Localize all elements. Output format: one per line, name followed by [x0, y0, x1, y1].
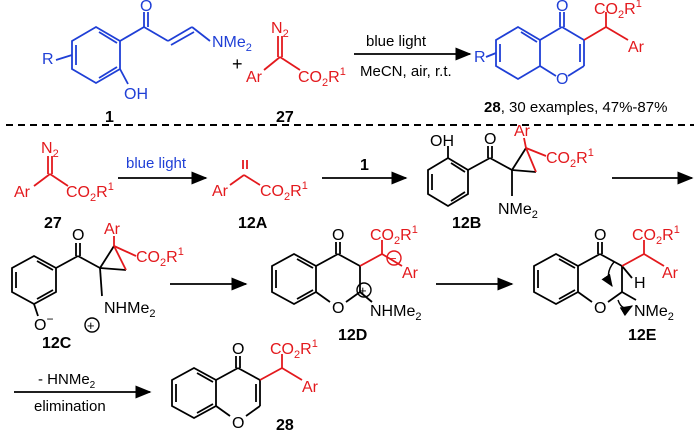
cmpd1-OH: OH — [124, 86, 148, 103]
mech12E-NMe2: NMe2 — [634, 303, 674, 323]
mech27-CO2R1: CO2R1 — [66, 181, 114, 204]
cmpd1-R: R — [42, 51, 54, 68]
cmpd27-N2: N2 — [271, 20, 289, 40]
mech28-number: 28 — [276, 417, 294, 434]
mech12C-NHMe2: NHMe2 — [104, 300, 155, 320]
mech-12B-structure — [427, 137, 547, 208]
mech27-N2: N2 — [41, 140, 59, 160]
mech28-CO2R1: CO2R1 — [270, 338, 318, 361]
mech12B-number: 12B — [452, 215, 481, 232]
mech12D-carbanion-circle — [386, 250, 402, 266]
mech-12D-structure — [271, 240, 403, 306]
cmpd27-CO2R1: CO2R1 — [298, 66, 346, 89]
mech12D-plus: + — [359, 283, 367, 298]
mech12C-CO2R1: CO2R1 — [136, 246, 184, 269]
product28-CO2R1: CO2R1 — [594, 0, 642, 21]
mech-27-structure — [33, 156, 69, 187]
mech12D-carbanion-minus: − — [389, 251, 397, 266]
mech12E-carbonyl-O: O — [594, 227, 606, 244]
mech12B-CO2R1: CO2R1 — [546, 147, 594, 170]
compound-27-structure — [263, 36, 301, 71]
mech-arrow-2-reagent: 1 — [360, 157, 369, 174]
top-condition-above: blue light — [366, 33, 427, 50]
mech-arrow-6-below: elimination — [34, 398, 106, 415]
mech12D-Ar: Ar — [402, 265, 419, 282]
mech12E-CO2R1: CO2R1 — [632, 224, 680, 247]
mech12B-O: O — [484, 131, 496, 148]
mech12E-ring-O: O — [594, 300, 606, 317]
mech12D-ring-O: O — [332, 300, 344, 317]
cmpd27-Ar: Ar — [246, 69, 263, 86]
top-condition-below: MeCN, air, r.t. — [360, 63, 452, 80]
mech28-Ar: Ar — [302, 379, 319, 396]
mech12D-carbonyl-O: O — [332, 227, 344, 244]
mech12C-O: O — [72, 227, 84, 244]
mech12E-H: H — [634, 275, 646, 292]
mech27-Ar: Ar — [14, 184, 31, 201]
product28-Ar: Ar — [628, 39, 645, 56]
mech12D-number: 12D — [338, 327, 367, 344]
product28-caption: 28, 30 examples, 47%-87% — [484, 99, 667, 116]
cmpd1-number: 1 — [105, 109, 114, 126]
compound-1-structure — [55, 12, 211, 85]
mech28-ring-O: O — [232, 415, 244, 432]
mech27-number: 27 — [44, 215, 62, 232]
mech12D-plus-circle — [356, 282, 372, 298]
mech12D-NHMe2: NHMe2 — [370, 303, 421, 323]
mech-12A-structure — [229, 160, 261, 186]
mech-12C-structure — [11, 236, 137, 317]
mech12C-oxide: O− — [34, 312, 53, 334]
mech12C-number: 12C — [42, 335, 72, 352]
mech-12E-structure — [533, 240, 665, 317]
mech12A-CO2R1: CO2R1 — [260, 180, 308, 203]
mech-arrow-1-condition: blue light — [126, 155, 187, 172]
mech12E-number: 12E — [628, 327, 657, 344]
product28-R: R — [474, 49, 486, 66]
mech-arrow-6-above: - HNMe2 — [38, 371, 96, 391]
mech12B-NMe2: NMe2 — [498, 201, 538, 221]
product28-carbonyl-O: O — [556, 0, 568, 15]
mech-28-structure — [171, 354, 303, 420]
mech12A-number: 12A — [238, 215, 268, 232]
mech12C-plus-charge — [84, 317, 100, 333]
cmpd1-NMe2: NMe2 — [212, 34, 252, 54]
mech12B-Ar: Ar — [514, 123, 531, 140]
mech12C-plus: + — [87, 318, 95, 333]
product28-ring-O: O — [556, 71, 568, 88]
mech12D-CO2R1: CO2R1 — [370, 224, 418, 247]
mech12C-Ar: Ar — [104, 221, 121, 238]
plus-sign: + — [232, 54, 243, 74]
mech28-carbonyl-O: O — [232, 341, 244, 358]
cmpd1-carbonyl-O: O — [140, 0, 152, 15]
product-28-structure — [485, 12, 629, 81]
mech12E-Ar: Ar — [662, 265, 679, 282]
cmpd27-number: 27 — [276, 109, 294, 126]
mech12B-OH: OH — [430, 133, 454, 150]
mech12A-Ar: Ar — [212, 183, 229, 200]
